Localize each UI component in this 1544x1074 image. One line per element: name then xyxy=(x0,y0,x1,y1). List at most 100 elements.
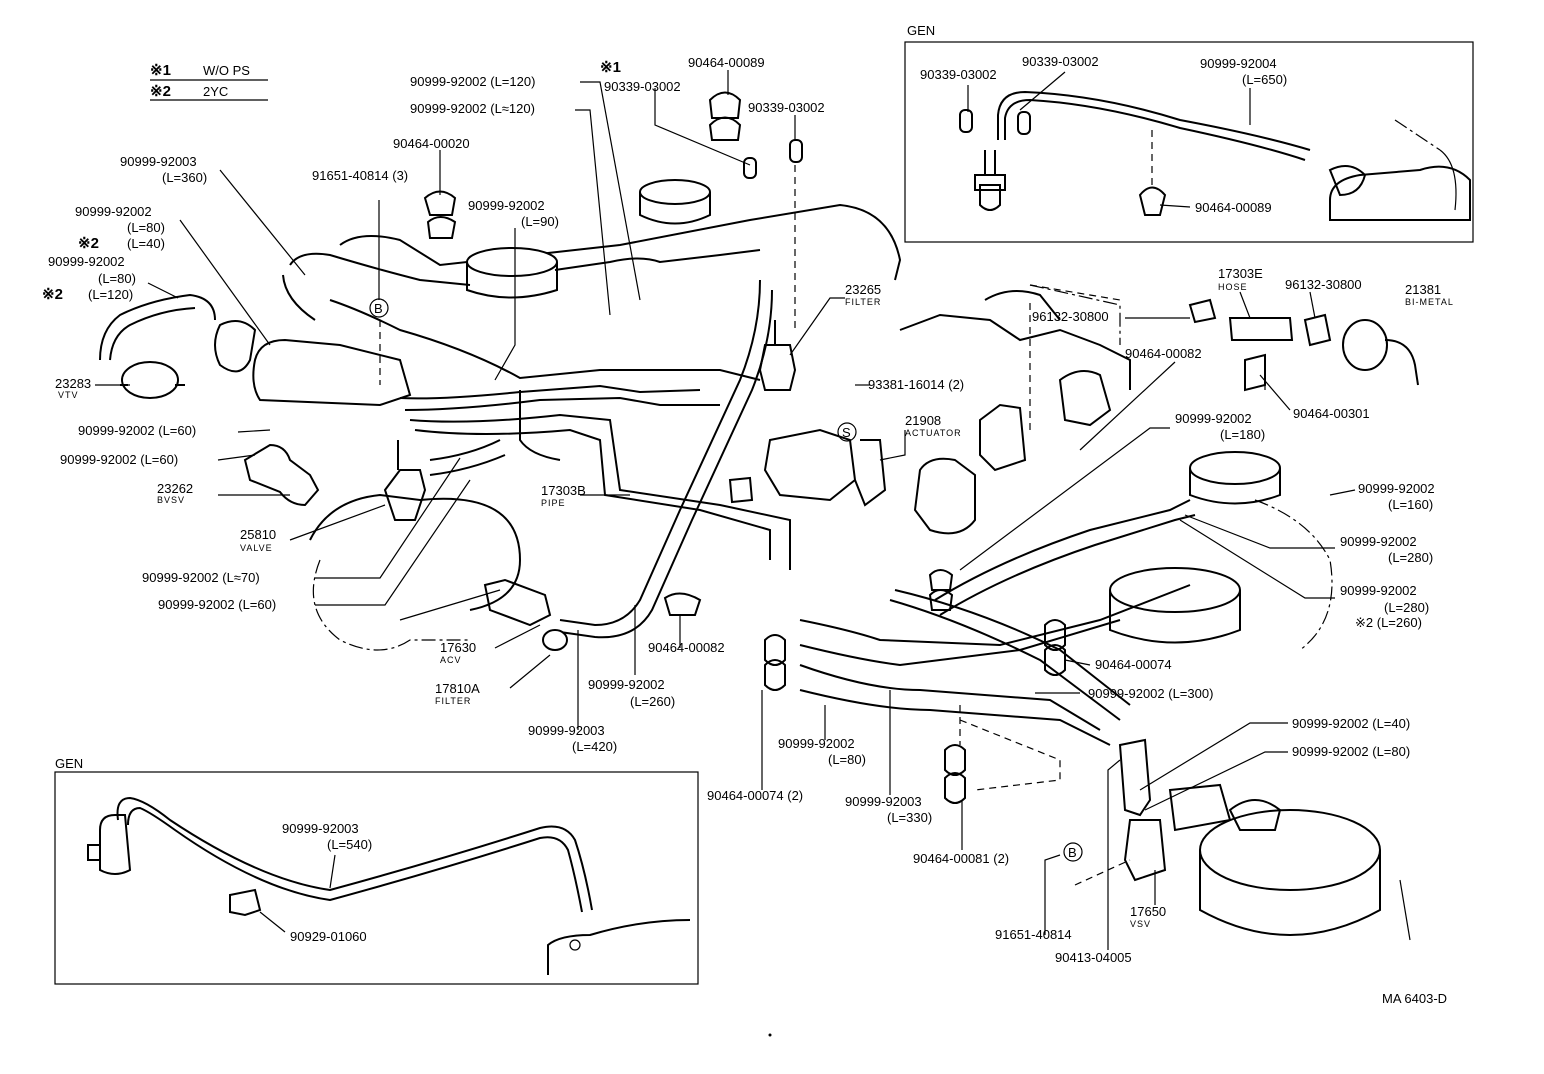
part-label: 90999-92003 xyxy=(845,794,922,809)
leader xyxy=(289,504,386,541)
hose-clip-icon xyxy=(1138,186,1167,216)
pipe-5 xyxy=(329,299,761,381)
part-label: (L=90) xyxy=(521,214,559,229)
hose-long-1 xyxy=(934,499,1191,601)
legend: ※1 W/O PS ※2 2YC xyxy=(150,62,268,101)
filter-icon xyxy=(542,629,568,651)
marker-s-circle xyxy=(837,422,857,442)
part-name: VTV xyxy=(58,390,79,400)
part-label: (L=260) xyxy=(630,694,675,709)
intake-flange xyxy=(214,320,257,373)
leader xyxy=(1259,374,1291,411)
right-fitting-icon xyxy=(1058,370,1112,427)
hose-bundle-2 xyxy=(799,619,1121,667)
part-label: 90413-04005 xyxy=(1055,950,1132,965)
part-label: 90999-92003 xyxy=(528,723,605,738)
guide-dash-4 xyxy=(959,719,1061,791)
clip-00020-icon xyxy=(423,190,457,239)
part-label: (L=80) xyxy=(127,220,165,235)
plug-icon xyxy=(743,157,757,179)
part-label: 96132-30800 xyxy=(1032,309,1109,324)
bvsv-icon xyxy=(243,443,320,507)
leader xyxy=(1019,71,1066,111)
bimetal-port xyxy=(1384,339,1419,386)
top-dome xyxy=(639,179,711,205)
part-label: 90339-03002 xyxy=(920,67,997,82)
part-label: (L=120) xyxy=(88,287,133,302)
leader xyxy=(1309,291,1316,319)
leader xyxy=(1184,514,1335,549)
legend-mark-2: ※2 xyxy=(150,83,171,100)
fitting-block xyxy=(728,476,754,504)
leader xyxy=(1079,361,1176,451)
hose-main-down xyxy=(559,279,761,627)
leader xyxy=(580,81,641,301)
part-label: 90339-03002 xyxy=(604,79,681,94)
part-label: 90464-00089 xyxy=(1195,200,1272,215)
engine-right-cap xyxy=(984,290,1061,321)
part-label: 90999-92002 xyxy=(75,204,152,219)
leader xyxy=(879,430,906,461)
leader xyxy=(494,228,516,381)
part-label: (L=420) xyxy=(572,739,617,754)
engine-part-outline xyxy=(547,919,691,975)
clip-00081-icon xyxy=(944,744,966,804)
leader xyxy=(1107,759,1121,950)
pump-icon xyxy=(913,457,976,535)
part-label: 90464-00074 (2) xyxy=(707,788,803,803)
note-mark: ※2 xyxy=(42,286,63,303)
part-name: ACV xyxy=(440,655,462,665)
valve-hose xyxy=(429,439,506,476)
note-mark: ※1 xyxy=(600,59,621,76)
part-label: 93381-16014 (2) xyxy=(868,377,964,392)
leader xyxy=(1159,204,1191,208)
leader xyxy=(219,169,306,276)
leader xyxy=(1329,489,1356,496)
top-dome-body xyxy=(639,192,711,225)
clamp-icon xyxy=(1188,298,1217,324)
part-number: 23265 xyxy=(845,282,881,297)
part-number: 17810A xyxy=(435,681,480,696)
vsv-icon xyxy=(1123,819,1167,882)
part-label: 90464-00081 (2) xyxy=(913,851,1009,866)
gen-inset-frame-2 xyxy=(54,771,699,985)
hose-upper-left xyxy=(289,252,471,286)
clip-00082-icon-2 xyxy=(928,569,954,611)
part-label: 90464-00082 xyxy=(1125,346,1202,361)
leader xyxy=(1239,291,1251,319)
hose-long-2 xyxy=(939,514,1196,616)
part-name: VSV xyxy=(1130,919,1151,929)
legend-text-2: 2YC xyxy=(203,84,228,99)
legend-text-1: W/O PS xyxy=(203,63,250,78)
marker-s: S xyxy=(842,425,851,440)
canister-fitting xyxy=(1328,165,1367,197)
part-label: 90999-92003 xyxy=(120,154,197,169)
part-label: (L=330) xyxy=(887,810,932,825)
part-label: (L=540) xyxy=(327,837,372,852)
leader xyxy=(147,282,179,299)
part-label: 90999-92004 xyxy=(1200,56,1277,71)
part-label: 90999-92002 xyxy=(1340,583,1417,598)
intake-housing xyxy=(252,338,412,407)
hose-17303e-icon xyxy=(1228,317,1294,341)
vacuum-plug-icon xyxy=(959,109,973,133)
canister-outline xyxy=(1329,165,1471,221)
leader xyxy=(509,654,551,689)
part-label: 90339-03002 xyxy=(1022,54,1099,69)
legend-mark-1: ※1 xyxy=(150,62,171,79)
leader xyxy=(1144,751,1288,811)
leader xyxy=(575,109,611,316)
plug-icon-2 xyxy=(789,139,803,163)
gen-inset-title-2: GEN xyxy=(55,756,83,771)
hose-bundle-1 xyxy=(799,584,1191,647)
part-label: (L=360) xyxy=(162,170,207,185)
part-label: 90999-92002 (L=80) xyxy=(1292,744,1410,759)
part-label: 90999-92003 xyxy=(282,821,359,836)
hose-cross-1 xyxy=(889,599,1121,721)
part-label: (L=650) xyxy=(1242,72,1287,87)
leader xyxy=(315,479,471,606)
leader xyxy=(315,457,461,579)
gen-inset-bottom-left: GEN xyxy=(54,756,699,985)
note-mark: ※2 xyxy=(78,235,99,252)
